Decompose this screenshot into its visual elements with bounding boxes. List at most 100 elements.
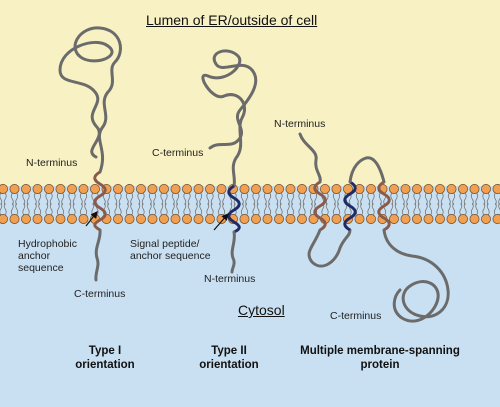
multi-helix-2 — [343, 180, 357, 232]
lipid-tail — [440, 192, 444, 206]
lipid-tail — [406, 192, 410, 206]
lipid-tail — [401, 192, 405, 206]
lipid-tail — [302, 192, 306, 206]
lipid-tail — [0, 202, 3, 216]
lipid-head — [147, 214, 158, 224]
lipid-head — [0, 214, 8, 224]
lipid-head — [9, 214, 20, 224]
lipid-tail — [199, 192, 203, 206]
lipid-head — [274, 214, 284, 224]
lipid-tail — [424, 202, 428, 216]
lipid-tail — [72, 202, 76, 216]
lipid-tail — [153, 202, 157, 216]
type2-anchor-arrow — [213, 213, 229, 231]
lipid-head — [251, 184, 261, 194]
lipid-tail — [210, 192, 214, 206]
lipid-head — [423, 184, 434, 194]
multi-n-terminal-loop — [298, 132, 322, 184]
lipid-tail — [463, 202, 467, 216]
lipid-tail — [10, 202, 14, 216]
type2-caption: Type II orientation — [184, 344, 274, 372]
lipid-head — [32, 184, 43, 194]
lipid-tail — [298, 202, 302, 216]
lipid-tail — [187, 202, 191, 216]
lipid-head — [469, 214, 480, 224]
lipid-tail — [84, 202, 88, 216]
lipid-head — [423, 214, 434, 224]
multi-helix-3 — [377, 180, 391, 232]
lipid-tail — [130, 192, 134, 206]
lipid-tail — [291, 202, 295, 216]
lipid-tail — [436, 202, 440, 216]
lipid-head — [389, 214, 399, 224]
lipid-head — [205, 214, 215, 224]
lipid-tail — [355, 192, 359, 206]
lipid-tail — [286, 192, 290, 206]
lipid-tail — [263, 202, 267, 216]
lipid-tail — [10, 192, 14, 206]
multi-c-terminal-tail — [382, 228, 450, 323]
lipid-tail — [102, 202, 106, 216]
lipid-tail — [424, 192, 428, 206]
lipid-head — [159, 214, 169, 224]
type1-caption-line2: orientation — [75, 359, 135, 371]
multi-c-terminus-label: C-terminus — [330, 310, 382, 322]
lipid-tail — [325, 192, 329, 206]
lipid-tail — [279, 202, 283, 216]
lipid-tail — [470, 192, 474, 206]
type1-anchor-label-line1: Hydrophobic — [18, 238, 77, 250]
lipid-head — [113, 184, 123, 194]
lipid-head — [44, 214, 54, 224]
lipid-head — [366, 184, 376, 194]
lipid-tail — [22, 192, 26, 206]
type2-c-terminus-label: C-terminus — [152, 147, 204, 159]
lipid-tail — [72, 192, 76, 206]
lipid-tail — [45, 192, 49, 206]
lipid-head — [170, 184, 181, 194]
lipid-tail — [153, 192, 157, 206]
lipid-head — [458, 184, 468, 194]
lipid-head — [170, 214, 181, 224]
type1-c-terminus-label: C-terminus — [74, 288, 126, 300]
lipid-tail — [447, 192, 451, 206]
lipid-tail — [390, 192, 394, 206]
lipid-tail — [107, 192, 111, 206]
lipid-tail — [61, 192, 65, 206]
lipid-tail — [413, 202, 417, 216]
lipid-tail — [22, 202, 26, 216]
lipid-tail — [176, 192, 180, 206]
lipid-tail — [390, 202, 394, 216]
lipid-head — [435, 214, 445, 224]
type2-cytosolic-tail — [230, 230, 236, 274]
lipid-tail — [56, 202, 60, 216]
lipid-tail — [3, 192, 7, 206]
lipid-tail — [279, 192, 283, 206]
lipid-tail — [33, 202, 37, 216]
lipid-tail — [206, 192, 210, 206]
lipid-head — [21, 184, 31, 194]
lipid-tail — [252, 202, 256, 216]
lipid-tail — [360, 202, 364, 216]
lipid-head — [159, 184, 169, 194]
lipid-head — [285, 214, 296, 224]
lipid-tail — [401, 202, 405, 216]
lipid-tail — [302, 202, 306, 216]
multi-helix-1 — [313, 180, 327, 232]
lipid-head — [193, 214, 204, 224]
lipid-tail — [332, 192, 336, 206]
lipid-tail — [475, 192, 479, 206]
lipid-head — [492, 214, 500, 224]
lipid-tail — [176, 202, 180, 216]
lipid-tail — [417, 202, 421, 216]
type1-caption: Type I orientation — [60, 344, 150, 372]
lipid-tail — [309, 192, 313, 206]
lipid-head — [251, 214, 261, 224]
lipid-head — [136, 214, 146, 224]
lipid-head — [262, 184, 273, 194]
type1-anchor-label-line2: anchor — [18, 250, 51, 262]
type2-lumenal-loop — [201, 49, 258, 188]
lipid-tail — [268, 202, 272, 216]
lipid-tail — [482, 192, 486, 206]
lipid-tail — [33, 192, 37, 206]
lipid-tail — [493, 202, 497, 216]
